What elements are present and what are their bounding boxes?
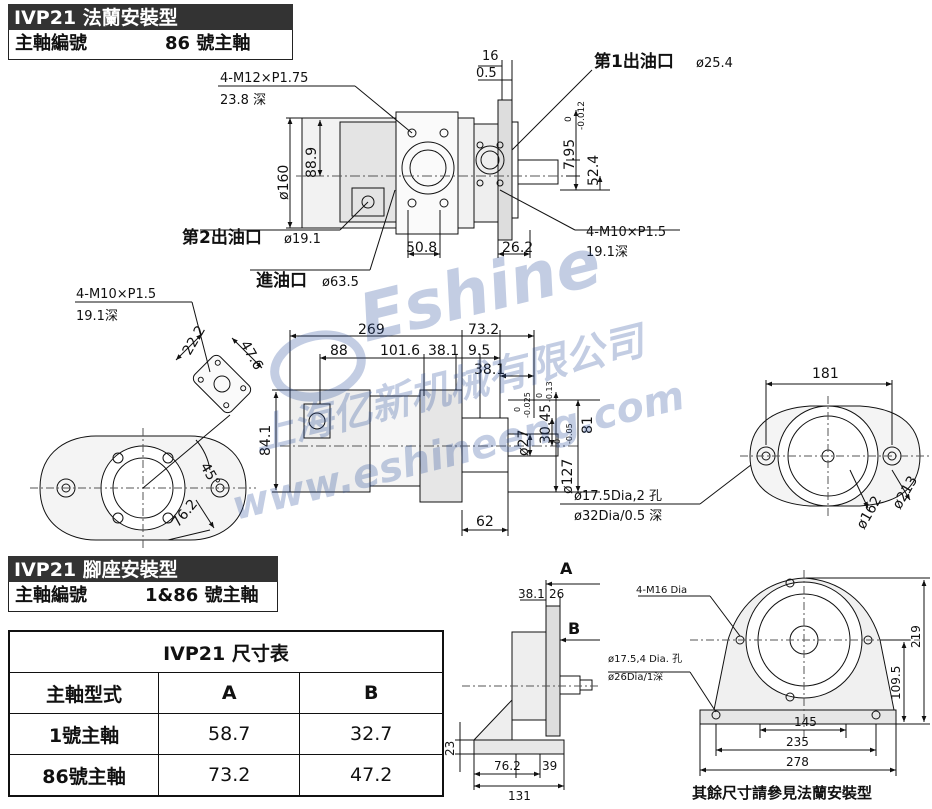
outlet-2-label: 第2出油口 xyxy=(182,227,262,248)
thread-m10-flange: 4-M10×P1.5 xyxy=(76,287,156,302)
dim-52-4: 52.4 xyxy=(586,155,602,186)
dim-81: 81 xyxy=(580,416,596,434)
footer-note: 其餘尺寸請參見法蘭安裝型 xyxy=(692,784,873,802)
foot-mount-title-text: IVP21 腳座安裝型 xyxy=(14,559,178,581)
thread-m10-right: 4-M10×P1.5 xyxy=(586,225,666,240)
dim-76-2-foot: 76.2 xyxy=(494,759,521,773)
thread-m16: 4-M16 Dia xyxy=(636,585,687,596)
hole-32-depth: ø32Dia/0.5 深 xyxy=(574,509,662,524)
view-flange-end xyxy=(30,301,263,548)
row-value-a: 58.7 xyxy=(157,713,301,755)
header-a: A xyxy=(157,672,301,714)
dim-88: 88 xyxy=(330,343,348,359)
header-shaft-type: 主軸型式 xyxy=(8,672,159,714)
tol-127-lower: -0.05 xyxy=(565,423,574,444)
foot-mount-title: IVP21 腳座安裝型 xyxy=(8,556,278,582)
thread-m12: 4-M12×P1.75 xyxy=(220,71,308,86)
dim-label-b: B xyxy=(568,619,580,638)
view-foot-side xyxy=(455,580,600,790)
header-b: B xyxy=(299,672,444,714)
dimension-table: IVP21 尺寸表 主軸型式 A B 1號主軸 58.7 32.7 86號主軸 … xyxy=(8,630,444,797)
view-foot-front xyxy=(608,570,930,776)
foot-shaft-number-row: 主軸編號 1&86 號主軸 xyxy=(8,582,278,612)
dim-39: 39 xyxy=(542,759,557,773)
tol-27-upper: 0 xyxy=(513,407,522,412)
dim-30-45: 30.45 xyxy=(538,404,554,444)
dim-0-5: 0.5 xyxy=(476,66,497,81)
outlet-1-label: 第1出油口 xyxy=(594,51,674,72)
row-shaft-type: 86號主軸 xyxy=(8,754,159,797)
flange-shaft-number-row: 主軸編號 86 號主軸 xyxy=(8,30,293,60)
dim-dia-27: ø27 xyxy=(516,430,532,456)
table-row: 86號主軸 73.2 47.2 xyxy=(8,754,444,797)
thread-m12-depth: 23.8 深 xyxy=(220,93,266,108)
dim-38-1-a: 38.1 xyxy=(428,343,459,359)
dim-26-foot: 26 xyxy=(549,587,564,601)
tol-127-upper: 0 xyxy=(553,439,562,444)
dim-73-2: 73.2 xyxy=(468,322,499,338)
dim-269: 269 xyxy=(358,322,385,338)
dim-181: 181 xyxy=(812,366,839,382)
dim-38-1-foot: 38.1 xyxy=(518,587,545,601)
dim-26-2: 26.2 xyxy=(502,240,533,256)
dim-9-5: 9.5 xyxy=(468,343,490,359)
table-row: 1號主軸 58.7 32.7 xyxy=(8,713,444,755)
row-value-b: 32.7 xyxy=(299,713,444,755)
dim-88-9: 88.9 xyxy=(304,147,320,178)
outlet-2-dia: ø19.1 xyxy=(284,232,321,247)
dim-50-8: 50.8 xyxy=(406,240,437,256)
view-side xyxy=(272,330,761,536)
shaft-number-label: 主軸編號 xyxy=(15,33,87,54)
view-flange-face xyxy=(740,380,930,516)
dim-109-5: 109.5 xyxy=(889,666,903,700)
row-value-a: 73.2 xyxy=(157,754,301,797)
shaft-number-value-2: 1&86 號主軸 xyxy=(145,585,259,606)
dim-145: 145 xyxy=(794,715,817,729)
hole-17-5-foot: ø17.5,4 Dia. 孔 xyxy=(608,653,682,665)
row-value-b: 47.2 xyxy=(299,754,444,797)
tol-7-95-upper: 0 xyxy=(564,116,574,122)
dim-62: 62 xyxy=(476,514,494,530)
dim-dia-160: ø160 xyxy=(276,165,292,200)
outlet-1-dia: ø25.4 xyxy=(696,56,733,71)
dimension-table-title: IVP21 尺寸表 xyxy=(8,630,444,673)
tol-30-45-lower: -0.13 xyxy=(545,381,554,402)
row-shaft-type: 1號主軸 xyxy=(8,713,159,755)
shaft-number-label-2: 主軸編號 xyxy=(15,585,87,606)
dim-38-1-b: 38.1 xyxy=(474,362,505,378)
dim-label-a: A xyxy=(560,559,573,578)
dim-16: 16 xyxy=(482,49,499,64)
dim-278: 278 xyxy=(786,755,809,769)
dim-219: 219 xyxy=(909,625,923,648)
view-flange-side xyxy=(200,60,680,271)
dim-101-6: 101.6 xyxy=(380,343,420,359)
hole-26-depth: ø26Dia/1深 xyxy=(608,671,663,683)
tol-27-lower: -0.025 xyxy=(523,392,532,418)
thread-m10-flange-depth: 19.1深 xyxy=(76,309,118,324)
dim-7-95: 7.95 xyxy=(562,139,578,170)
flange-mount-title: IVP21 法蘭安裝型 xyxy=(8,4,293,30)
thread-m10-right-depth: 19.1深 xyxy=(586,245,628,260)
inlet-dia: ø63.5 xyxy=(322,275,359,290)
dim-84-1: 84.1 xyxy=(258,425,274,456)
tol-30-45-upper: 0 xyxy=(535,393,544,398)
dim-23: 23 xyxy=(443,741,457,756)
shaft-number-value: 86 號主軸 xyxy=(165,33,251,54)
tol-7-95-lower: -0.012 xyxy=(577,101,587,130)
dim-235: 235 xyxy=(786,735,809,749)
hole-17-5: ø17.5Dia,2 孔 xyxy=(574,489,662,504)
flange-mount-title-text: IVP21 法蘭安裝型 xyxy=(14,7,178,29)
dim-131: 131 xyxy=(508,789,531,803)
inlet-label: 進油口 xyxy=(256,270,307,291)
dim-dia-127: ø127 xyxy=(560,459,576,494)
